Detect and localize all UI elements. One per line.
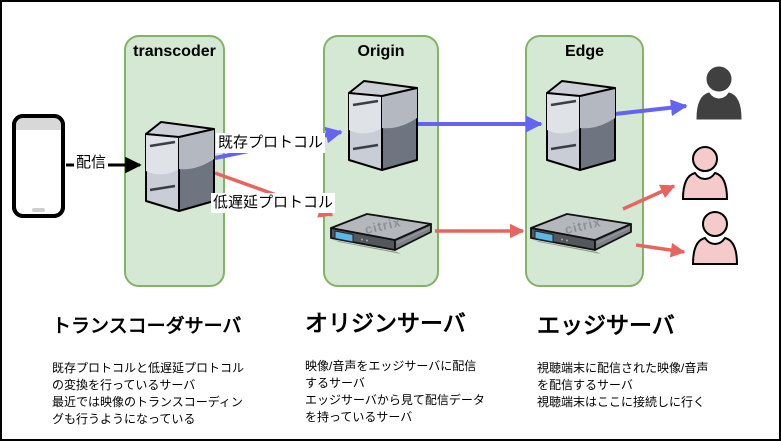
description-origin: オリジンサーバ 映像/音声をエッジサーバに配信 するサーバ エッジサーバから見て…: [305, 310, 535, 426]
low-latency-arrow-edge-viewer2: [622, 184, 676, 211]
description-edge: エッジサーバ 視聴端末に配信された映像/音声 を配信するサーバ 視聴端末はここに…: [537, 312, 777, 411]
description-origin-body: 映像/音声をエッジサーバに配信 するサーバ エッジサーバから見て配信データ を持…: [305, 359, 485, 425]
zone-edge-title: Edge: [564, 43, 605, 60]
existing-protocol-label: 既存プロトコル: [216, 133, 326, 153]
description-origin-title: オリジンサーバ: [305, 310, 466, 336]
low-latency-protocol-label: 低遅延プロトコル: [211, 193, 336, 213]
transcoder-server-icon: [144, 120, 216, 213]
low-latency-arrow-edge-viewer3: [635, 242, 686, 258]
zone-transcoder-title: transcoder: [133, 43, 216, 60]
viewer-primary-icon: [697, 67, 741, 119]
description-transcoder-body: 既存プロトコルと低遅延プロトコル の変換を行っているサーバ 最近では映像のトラン…: [52, 360, 245, 426]
existing-protocol-arrow-edge-viewer: [614, 99, 688, 117]
publish-label: 配信: [74, 153, 109, 173]
description-transcoder-title: トランスコーダサーバ: [52, 316, 242, 337]
origin-server-icon: [347, 79, 419, 172]
viewer-secondary-icon-2: [693, 212, 737, 264]
smartphone-icon: [12, 114, 65, 218]
description-edge-body: 視聴端末に配信された映像/音声 を配信するサーバ 視聴端末はここに接続しに行く: [537, 361, 709, 410]
zone-origin-title: Origin: [357, 43, 405, 60]
edge-server-icon: [545, 79, 617, 172]
description-edge-title: エッジサーバ: [537, 312, 675, 338]
description-transcoder: トランスコーダサーバ 既存プロトコルと低遅延プロトコル の変換を行っているサーバ…: [52, 316, 302, 428]
viewer-secondary-icon-1: [683, 147, 727, 199]
